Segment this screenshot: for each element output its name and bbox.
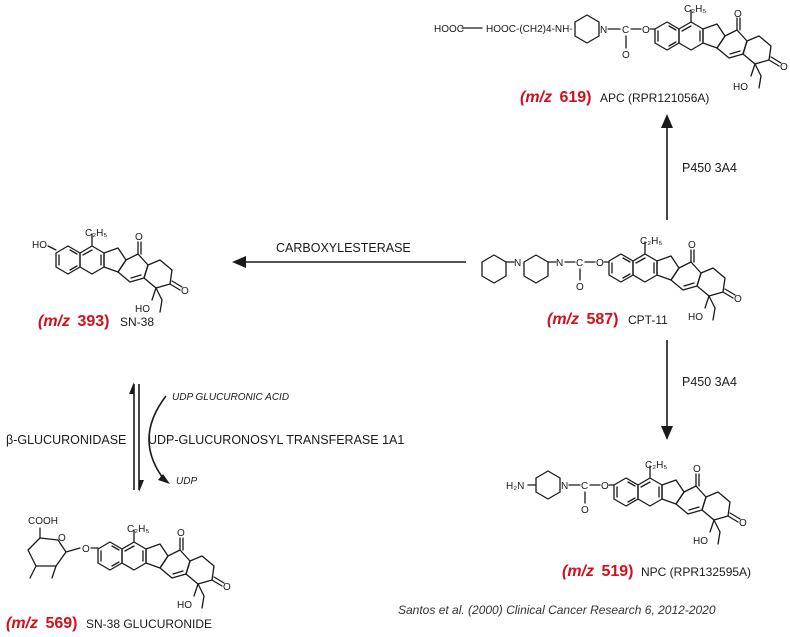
- sn38-lactone-o: O: [181, 286, 189, 297]
- npc-lactone-o: O: [739, 518, 747, 529]
- npc-ethyl: C₂H₅: [645, 460, 667, 471]
- glucuronidase-label: β-GLUCURONIDASE: [6, 433, 126, 447]
- npc-compound: H₂N N C O O C₂H₅ O O HO (m/z 519) NPC (R…: [506, 460, 751, 580]
- cpt11-compound: N N C O O C₂H₅ O O HO (m/z 587) CPT-11: [481, 236, 742, 328]
- sn38-compound: HO C₂H₅ O O HO (m/z 393) SN-38: [32, 228, 189, 330]
- sn38-mz: (m/z 393): [38, 313, 109, 330]
- cpt11-name: CPT-11: [628, 313, 668, 327]
- cpt11-ethyl: C₂H₅: [640, 236, 662, 247]
- arrow-p450-down: [661, 340, 673, 440]
- apc-ethyl: C₂H₅: [684, 4, 706, 15]
- apc-carbamate-o: O: [622, 50, 630, 61]
- cpt11-piperidine-ring-1: [481, 254, 507, 284]
- sn38-hydroxyl: HO: [135, 304, 150, 315]
- cpt11-n1: N: [514, 258, 521, 269]
- sn38-ethyl: C₂H₅: [85, 228, 107, 239]
- sn38-hydroxyl-left: HO: [32, 240, 47, 251]
- apc-name: APC (RPR121056A): [600, 91, 709, 105]
- cpt11-lactone-o: O: [734, 294, 742, 305]
- sn38g-cooh: COOH: [28, 516, 58, 527]
- sn38g-mz: (m/z 569): [6, 615, 77, 632]
- sn38g-name: SN-38 GLUCURONIDE: [86, 617, 212, 631]
- cpt11-carbamate-c: C: [576, 258, 583, 269]
- sn38-carbonyl-o: O: [135, 232, 143, 243]
- sn38g-mz-prefix: (m/z: [6, 615, 38, 632]
- apc-acid-text: HOOC: [434, 24, 464, 35]
- sn38g-carbonyl-o: O: [177, 528, 185, 539]
- apc-linker-text: HOOC-(CH2)4-NH-: [486, 24, 573, 35]
- npc-carbamate-o: O: [581, 505, 589, 516]
- apc-piperidine-n: N: [600, 25, 607, 36]
- npc-name: NPC (RPR132595A): [641, 565, 751, 579]
- cpt11-n2: N: [556, 258, 563, 269]
- apc-carbamate-c: C: [622, 25, 629, 36]
- p450-up-label: P450 3A4: [682, 161, 737, 175]
- apc-compound: HOOC HOOC-(CH2)4-NH- N C O O C₂H₅ O O HO…: [434, 4, 788, 106]
- sn38g-hydroxyl: HO: [177, 600, 192, 611]
- apc-hydroxyl: HO: [733, 82, 748, 93]
- apc-mz-value: 619): [559, 89, 591, 106]
- cpt11-mz: (m/z 587): [547, 311, 618, 328]
- cpt11-mz-value: 587): [586, 311, 618, 328]
- npc-mz-prefix: (m/z: [562, 563, 594, 580]
- sn38-mz-value: 393): [77, 313, 109, 330]
- sn38g-ring-o: O: [58, 533, 66, 544]
- sn38g-mz-value: 569): [45, 615, 77, 632]
- npc-carbamate-c: C: [581, 481, 588, 492]
- carboxylesterase-label: CARBOXYLESTERASE: [276, 241, 411, 255]
- cpt11-mz-prefix: (m/z: [547, 311, 579, 328]
- sn38g-ethyl: C₂H₅: [127, 524, 149, 535]
- npc-piperidine-n: N: [561, 481, 568, 492]
- cpt11-piperidine-ring-2: [523, 254, 549, 284]
- apc-mz-prefix: (m/z: [520, 89, 552, 106]
- npc-ester-o: O: [601, 481, 609, 492]
- cpt11-hydroxyl: HO: [688, 312, 703, 323]
- sn38g-ether-o: O: [82, 544, 90, 555]
- sn38-mz-prefix: (m/z: [38, 313, 70, 330]
- apc-lactone-o: O: [780, 62, 788, 73]
- npc-carbonyl-o: O: [693, 464, 701, 475]
- cpt11-carbonyl-o: O: [688, 240, 696, 251]
- npc-amine: H₂N: [506, 481, 524, 492]
- cpt11-carbamate-o: O: [576, 282, 584, 293]
- npc-mz-value: 519): [601, 563, 633, 580]
- apc-carbonyl-o: O: [734, 9, 742, 20]
- npc-mz: (m/z 519): [562, 563, 633, 580]
- citation: Santos et al. (2000) Clinical Cancer Res…: [398, 603, 716, 617]
- arrow-p450-up: [661, 114, 673, 220]
- ugt-label: UDP-GLUCURONOSYL TRANSFERASE 1A1: [148, 433, 404, 447]
- p450-down-label: P450 3A4: [682, 375, 737, 389]
- sn38g-compound: COOH O O C₂H₅ O O HO (m/z 569) SN-38 GLU…: [6, 516, 231, 632]
- udp-curved-arrow: [148, 395, 170, 484]
- cpt11-ester-o: O: [596, 258, 604, 269]
- arrow-carboxylesterase: [232, 256, 466, 268]
- npc-hydroxyl: HO: [693, 536, 708, 547]
- arrow-glucuronidation: [129, 382, 144, 492]
- sn38g-lactone-o: O: [223, 582, 231, 593]
- udp-label: UDP: [176, 476, 197, 487]
- npc-piperidine-ring: [535, 470, 561, 500]
- apc-ester-o: O: [642, 25, 650, 36]
- apc-piperidine-ring: [574, 14, 600, 44]
- udpga-label: UDP GLUCURONIC ACID: [172, 392, 289, 403]
- sn38-name: SN-38: [120, 315, 154, 329]
- apc-mz: (m/z 619): [520, 89, 591, 106]
